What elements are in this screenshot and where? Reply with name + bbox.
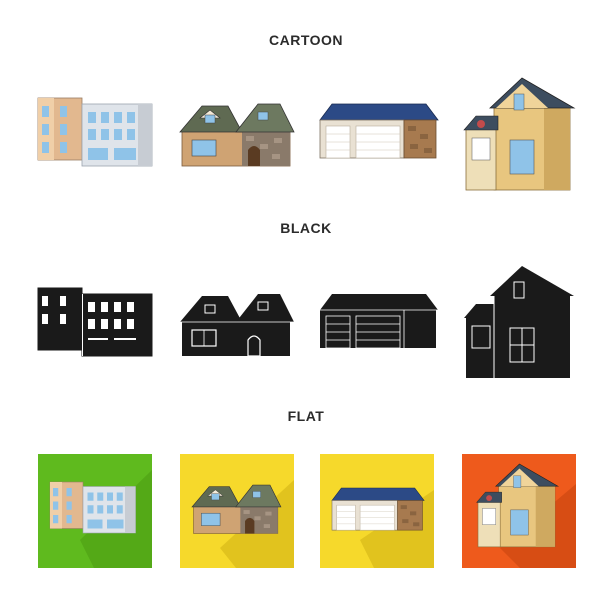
section-title-flat: FLAT	[287, 408, 325, 424]
two-story-house-icon	[463, 77, 575, 191]
cottage-house-icon	[179, 103, 295, 167]
garage-building-icon	[331, 487, 425, 531]
apartment-building-icon	[49, 481, 136, 534]
apartment-building-icon	[37, 287, 153, 357]
cottage-house-icon	[179, 293, 295, 357]
garage-building-icon	[319, 103, 439, 159]
section-title-black: BLACK	[280, 220, 332, 236]
apartment-building-icon	[37, 97, 153, 167]
section-title-cartoon: CARTOON	[268, 32, 344, 48]
two-story-house-icon	[463, 265, 575, 379]
garage-building-icon	[319, 293, 439, 349]
